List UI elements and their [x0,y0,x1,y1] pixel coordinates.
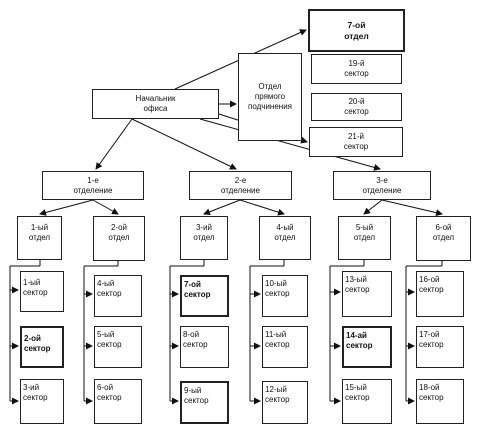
sector-10-box: 10-ый сектор [262,275,308,317]
arrow-division-1-to-dept-2 [92,199,119,215]
arrow-division-2-to-dept-3 [203,199,241,216]
sector-1-box: 1-ый сектор [20,271,64,312]
head-of-office-box: Начальник офиса [92,89,219,119]
direct-unit-sector-20: 20-й сектор [311,93,402,121]
sector-12-box: 12-ый сектор [262,381,308,424]
sector-4-box: 4-ый сектор [94,275,142,317]
arrow-division-1-to-dept-1 [39,199,94,216]
sector-8-box: 8-ой сектор [180,326,229,368]
division-3-box: 3-е отделение [333,171,431,200]
department-5-box: 5-ый отдел [338,216,391,260]
arrow-division-3-to-dept-5 [363,199,383,215]
division-1-box: 1-е отделение [42,171,144,200]
sector-16-box: 16-ой сектор [416,271,464,317]
sector-17-box: 17-ой сектор [416,326,464,368]
sector-13-box: 13-ый сектор [342,271,392,317]
direct-unit-department-7: 7-ой отдел [308,9,405,52]
department-6-box: 6-ой отдел [416,216,471,261]
arrow-head-to-division-1 [95,118,133,170]
sector-15-box: 15-ый сектор [342,379,392,424]
sector-5-box: 5-ый сектор [94,326,142,368]
sector-14-box: 14-ай сектор [342,326,392,368]
arrow-head-to-division-2 [131,118,237,170]
sector-3-box: 3-ий сектор [20,379,64,424]
direct-unit-sector-21: 21-й сектор [309,127,403,157]
arrow-division-2-to-dept-4 [239,199,285,216]
sector-7-box: 7-ой сектор [180,275,229,317]
division-2-box: 2-е отделение [189,171,292,200]
department-3-box: 3-ий отдел [180,216,228,260]
sector-6-box: 6-ой сектор [94,379,142,424]
arrow-division-3-to-dept-6 [381,199,443,217]
sector-9-box: 9-ый сектор [180,381,229,424]
direct-department-box: Отдел прямого подчинения [238,53,302,141]
arrow-head-to-division-3 [199,118,381,171]
department-1-box: 1-ый отдел [17,216,62,260]
department-4-box: 4-ый отдел [259,216,311,260]
sector-11-box: 11-ый сектор [262,326,308,368]
department-2-box: 2-ой отдел [93,216,145,261]
direct-unit-sector-19: 19-й сектор [311,54,402,84]
sector-18-box: 18-ой сектор [416,379,464,424]
sector-2-box: 2-ой сектор [20,326,64,368]
